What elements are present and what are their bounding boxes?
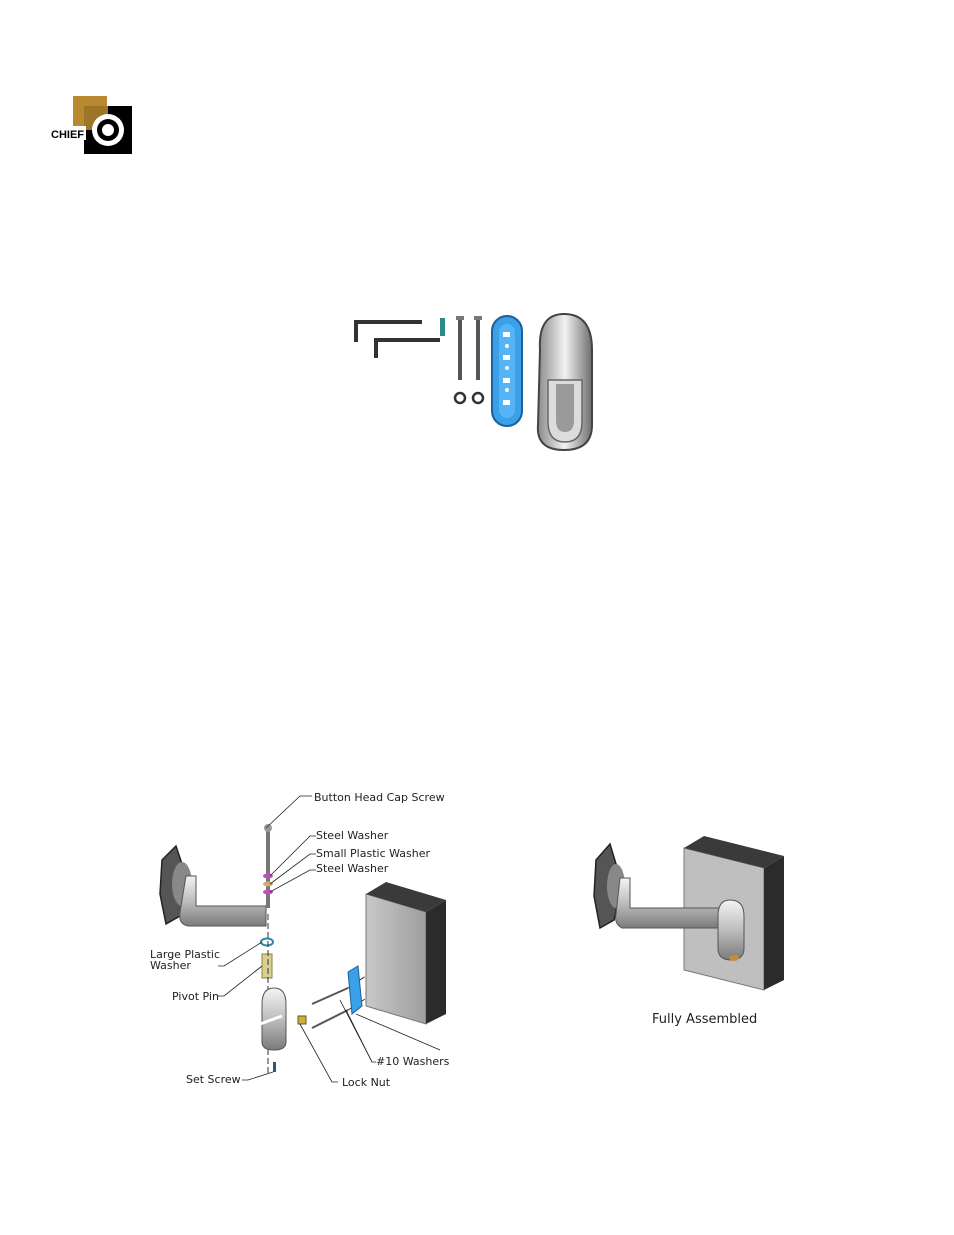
label-steel-washer-top: Steel Washer xyxy=(316,829,389,842)
label-large-plastic-washer-2: Washer xyxy=(150,959,191,972)
label-large-plastic-washer-1: Large Plastic xyxy=(150,948,221,961)
label-set-screw: Set Screw xyxy=(186,1073,241,1086)
exploded-assembly-diagram: Button Head Cap Screw Steel Washer Small… xyxy=(140,784,464,1102)
label-lock-nut: Lock Nut xyxy=(342,1076,391,1089)
caption-fully-assembled: Fully Assembled xyxy=(652,1012,758,1027)
label-small-plastic-washer: Small Plastic Washer xyxy=(316,847,431,860)
label-button-head-cap-screw: Button Head Cap Screw xyxy=(314,791,445,804)
label-pivot-pin: Pivot Pin xyxy=(172,990,219,1003)
assembled-view-diagram: Fully Assembled xyxy=(590,820,810,1035)
chief-logo: CHIEF xyxy=(50,94,134,156)
label-steel-washer-bottom: Steel Washer xyxy=(316,862,389,875)
parts-kit-illustration xyxy=(350,310,600,458)
label-10-washers: #10 Washers xyxy=(376,1055,450,1068)
logo-text: CHIEF xyxy=(51,129,84,141)
